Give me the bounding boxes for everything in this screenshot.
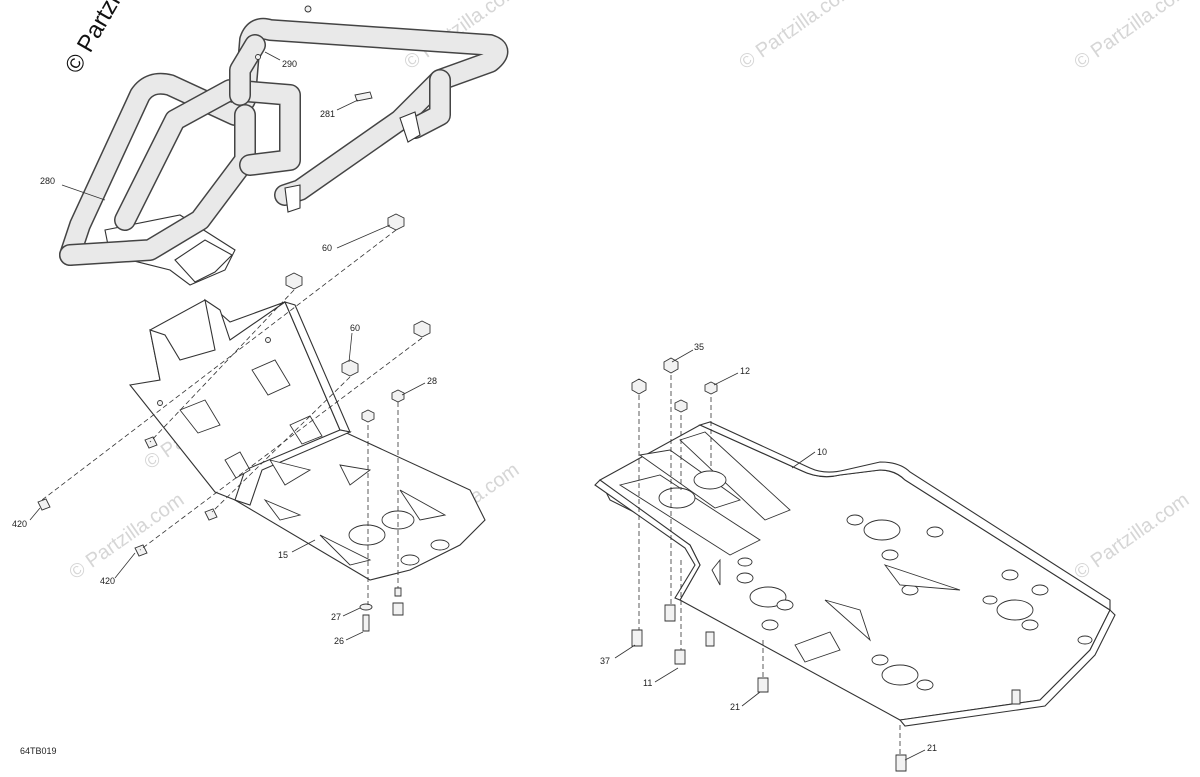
callout-21: 21 (730, 702, 740, 712)
callout-11: 11 (643, 678, 652, 688)
skid-plate-hardware (37, 213, 431, 632)
callout-37: 37 (600, 656, 610, 666)
callout-280: 280 (40, 176, 55, 186)
watermark-tiled: © Partzilla.com (65, 489, 188, 584)
drawing-code: 64TB019 (20, 746, 57, 756)
front-skid-plate-part-15 (128, 298, 486, 581)
watermark-tiled: © Partzilla.com (1070, 0, 1193, 74)
callout-290: 290 (282, 59, 297, 69)
watermark-tiled: © Partzilla.com (1070, 489, 1193, 584)
callout-15: 15 (278, 550, 288, 560)
callout-28: 28 (427, 376, 437, 386)
callout-35: 35 (694, 342, 704, 352)
leader-lines (29, 51, 926, 761)
watermark-main: © Partzilla (60, 0, 139, 78)
callout-10: 10 (817, 447, 827, 457)
callout-12: 12 (740, 366, 750, 376)
callout-420: 420 (100, 576, 115, 586)
callout-420: 420 (12, 519, 27, 529)
callout-60: 60 (322, 243, 332, 253)
callout-60: 60 (350, 323, 360, 333)
front-bumper-part-280 (59, 5, 509, 286)
callout-27: 27 (331, 612, 341, 622)
callout-21: 21 (927, 743, 937, 753)
callout-281: 281 (320, 109, 335, 119)
callout-26: 26 (334, 636, 344, 646)
watermark-tiled: © Partzilla.com (735, 0, 858, 74)
center-skid-plate-hardware (631, 357, 1021, 772)
callout-labels: 280 290 281 60 60 28 420 420 15 27 26 35… (12, 59, 937, 753)
center-skid-plate-part-10 (594, 421, 1116, 727)
